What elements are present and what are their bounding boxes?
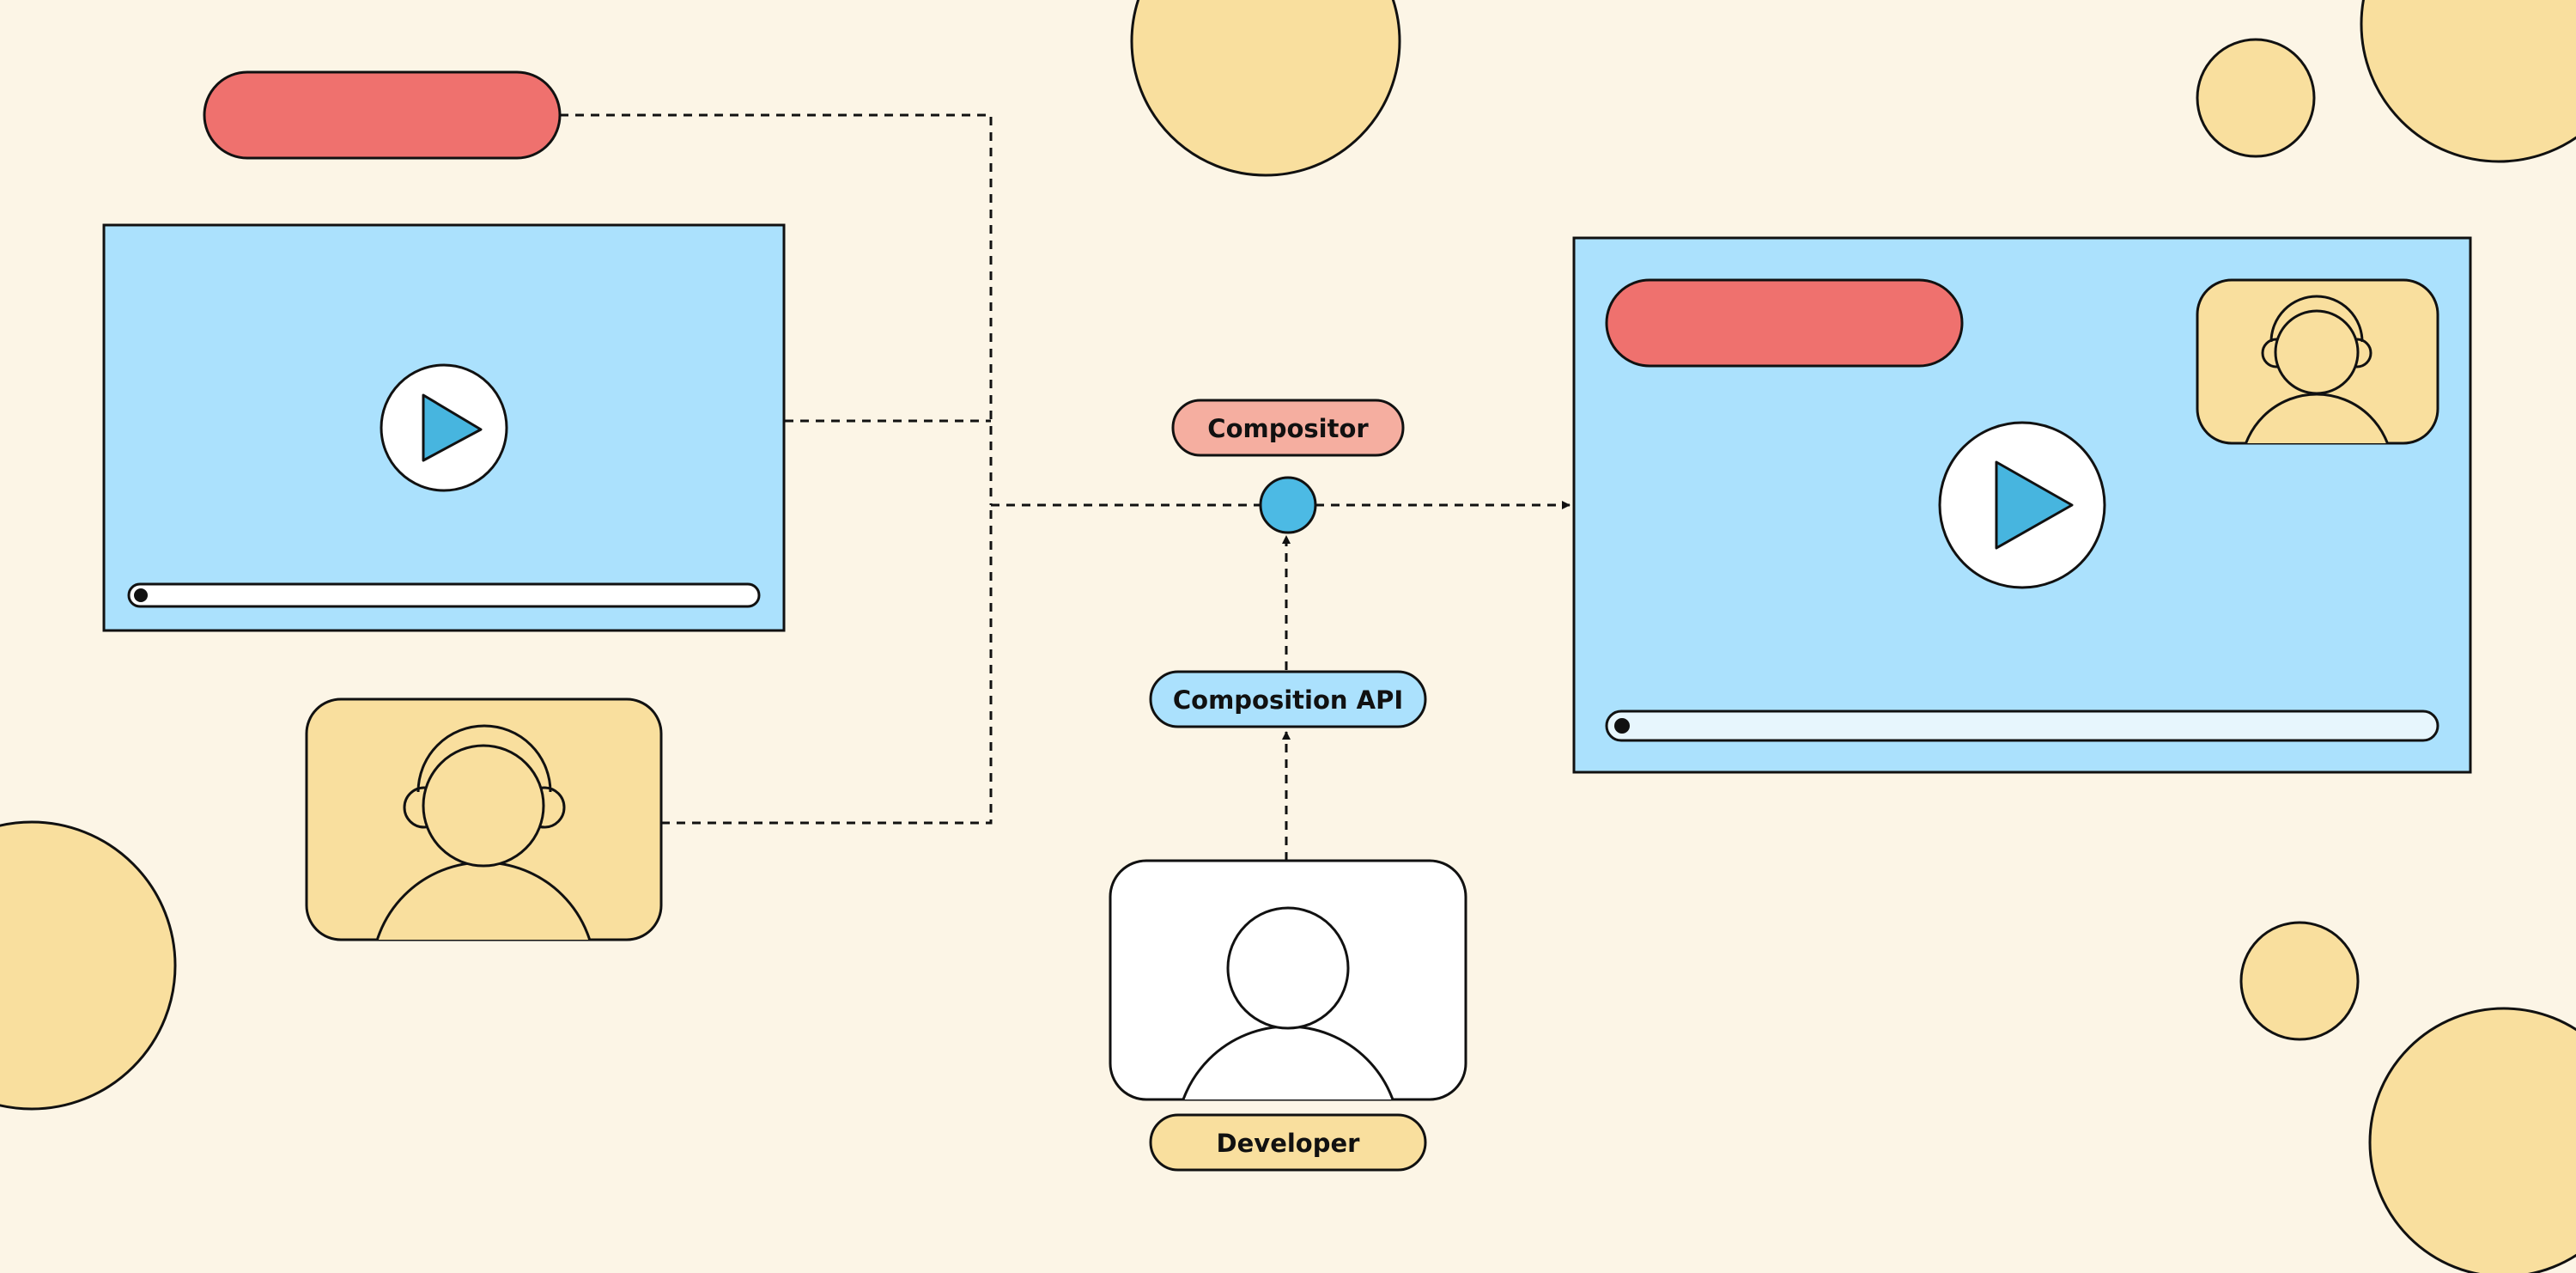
decor-circle-top-center xyxy=(1130,0,1401,177)
output-overlay-bar xyxy=(1605,278,1964,368)
output-progress-knob xyxy=(1614,718,1630,734)
decor-circle-bottom-left xyxy=(0,820,177,1111)
decor-circle-bottom-right-small xyxy=(2239,921,2360,1041)
video-source xyxy=(102,223,786,632)
decor-circle-bottom-right-large xyxy=(2368,1007,2576,1273)
developer-pill xyxy=(1149,1113,1427,1172)
person-source-card xyxy=(305,697,663,941)
developer-text: Developer xyxy=(1217,1129,1361,1158)
compositor-pill xyxy=(1171,399,1405,457)
developer-head xyxy=(1226,906,1350,1030)
progress-track xyxy=(127,582,761,608)
compositor-label: Compositor xyxy=(1171,399,1405,457)
headband xyxy=(416,724,552,793)
compositor-text: Compositor xyxy=(1207,414,1369,443)
composition-api-pill xyxy=(1149,670,1427,728)
overlay-bar-source xyxy=(203,70,562,160)
decor-circle-top-right-small xyxy=(2196,38,2316,158)
person-head xyxy=(422,744,545,868)
connector-lines xyxy=(560,113,1571,861)
composition-api-label: Composition API xyxy=(1149,670,1427,728)
compositor-node xyxy=(1259,476,1317,534)
connector-overlay-bar xyxy=(560,113,993,505)
connector-person-source xyxy=(661,505,993,825)
decor-circle-top-right-large xyxy=(2360,0,2576,163)
play-icon xyxy=(422,393,483,462)
progress-knob xyxy=(134,588,148,602)
person-body xyxy=(370,861,597,940)
composed-output xyxy=(1572,236,2472,774)
developer-label: Developer xyxy=(1149,1113,1427,1172)
output-headband xyxy=(2269,295,2364,343)
composition-api-text: Composition API xyxy=(1173,685,1403,715)
output-person-card xyxy=(2196,278,2439,445)
output-progress-track xyxy=(1605,710,2439,742)
output-person-head xyxy=(2274,309,2360,395)
developer-card xyxy=(1109,859,1467,1101)
output-play-icon xyxy=(1995,460,2074,550)
